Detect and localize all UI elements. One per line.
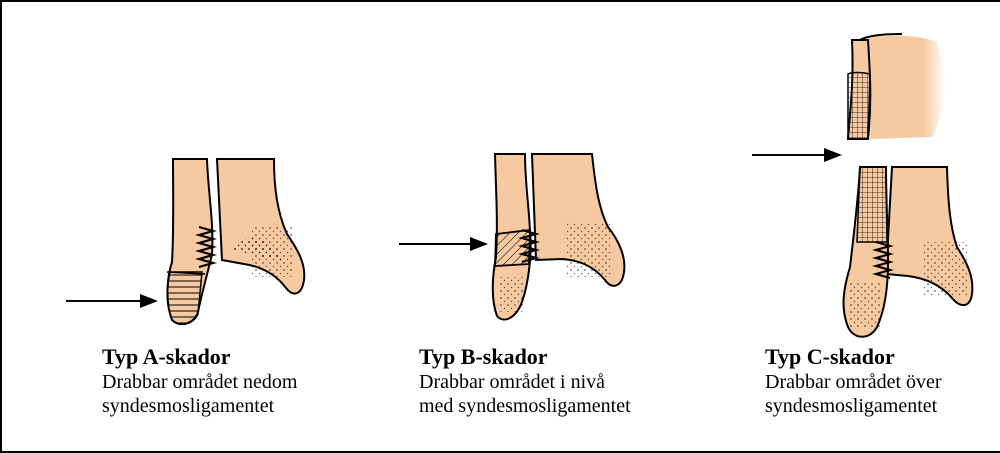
panel-c-illustration bbox=[752, 34, 972, 337]
panel-c-desc-line1: Drabbar området över bbox=[765, 370, 942, 394]
panel-c-desc-line2: syndesmosligamentet bbox=[765, 394, 942, 418]
panel-b-illustration bbox=[399, 154, 624, 320]
panel-c-title: Typ C-skador bbox=[765, 344, 942, 370]
panel-c-caption: Typ C-skador Drabbar området över syndes… bbox=[765, 344, 942, 418]
panel-a-title: Typ A-skador bbox=[102, 344, 297, 370]
panel-b-desc-line2: med syndesmosligamentet bbox=[419, 394, 631, 418]
panel-a-illustration bbox=[66, 159, 304, 324]
upper-tibia-c bbox=[860, 36, 945, 139]
panel-b-caption: Typ B-skador Drabbar området i nivå med … bbox=[419, 344, 631, 418]
panel-a-desc-line2: syndesmosligamentet bbox=[102, 394, 297, 418]
panel-a-caption: Typ A-skador Drabbar området nedom synde… bbox=[102, 344, 297, 418]
panel-b-title: Typ B-skador bbox=[419, 344, 631, 370]
panel-a-desc-line1: Drabbar området nedom bbox=[102, 370, 297, 394]
panel-b-desc-line1: Drabbar området i nivå bbox=[419, 370, 631, 394]
